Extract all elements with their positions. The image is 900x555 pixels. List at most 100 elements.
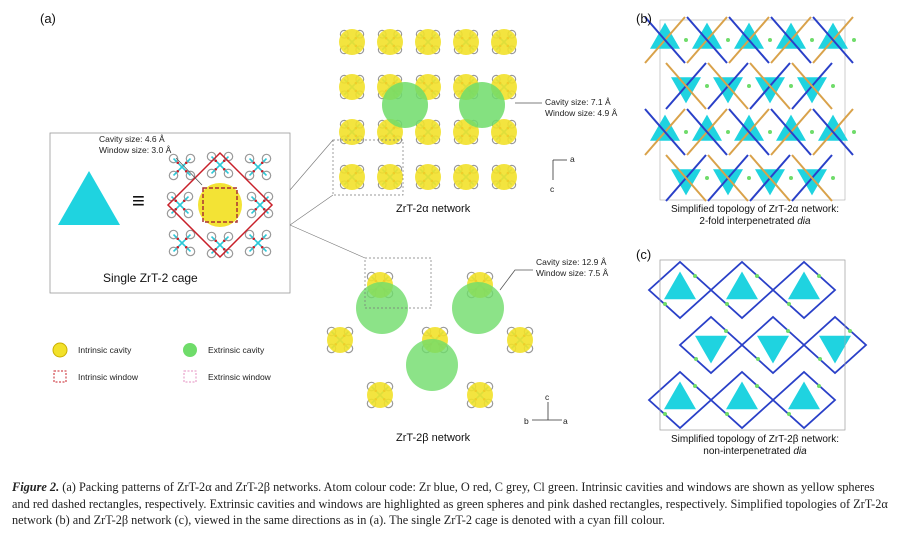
cage-node-oxygen-atom [182, 199, 186, 203]
cage-node-oxygen-atom [252, 169, 256, 173]
topology-c-cage-triangle [788, 381, 820, 410]
topology-b-link [728, 16, 770, 64]
topology-c-cage-triangle [726, 271, 758, 300]
topology-c-node [663, 412, 667, 416]
cage-node-oxygen-atom [176, 169, 180, 173]
cage-node-oxygen-atom [176, 237, 180, 241]
topology-c-node [787, 412, 791, 416]
topology-c-cage-triangle [695, 335, 727, 364]
topology-b-cage-triangle [650, 22, 680, 49]
cage-node-oxygen-atom [260, 245, 264, 249]
cage-node-oxygen-atom [252, 237, 256, 241]
cage-node-carbon-ring [206, 231, 217, 242]
beta-window-size: Window size: 7.5 Å [536, 268, 609, 278]
cage-node-carbon-ring [185, 229, 196, 240]
topology-b-node [789, 84, 793, 88]
cage-node-carbon-ring [246, 208, 257, 219]
alpha-intrinsic-cavity [415, 29, 441, 55]
cage-node-oxygen-atom [222, 167, 226, 171]
cage-node-oxygen-atom [184, 161, 188, 165]
cage-node-oxygen-atom [252, 245, 256, 249]
topology-c-node [818, 357, 822, 361]
alpha-intrinsic-cavity [339, 164, 365, 190]
topology-b-link [728, 108, 770, 156]
cage-node-oxygen-atom [214, 247, 218, 251]
cage-node-oxygen-atom [184, 169, 188, 173]
alpha-axis-c: c [550, 184, 555, 194]
beta-intrinsic-cavity [327, 327, 353, 353]
beta-cavity-size: Cavity size: 12.9 Å [536, 257, 607, 267]
cage-box [49, 132, 291, 294]
panel-c-label: (c) [636, 247, 652, 262]
topology-b-node [831, 84, 835, 88]
cage-node-carbon-ring [168, 153, 179, 164]
cage-node-oxygen-atom [176, 245, 180, 249]
legend-pink-dashed-icon [183, 370, 197, 383]
beta-pointer-arrow [499, 269, 533, 291]
legend-intrinsic-window: Intrinsic window [78, 372, 138, 382]
topology-c-node [755, 274, 759, 278]
beta-axis-c: c [545, 392, 550, 402]
topology-b-node [747, 84, 751, 88]
cage-node-oxygen-atom [254, 199, 258, 203]
cage-node-carbon-ring [185, 153, 196, 164]
legend-yellow-sphere-icon [52, 342, 68, 358]
topology-b-cage-triangle [797, 169, 827, 196]
topology-c-cage-triangle [757, 335, 789, 364]
topology-b-node [852, 130, 856, 134]
alpha-intrinsic-cavity [377, 29, 403, 55]
legend-extrinsic-window: Extrinsic window [208, 372, 271, 382]
cage-node-oxygen-atom [262, 207, 266, 211]
topology-c-node [848, 329, 852, 333]
topology-b-line2: 2-fold interpenetrated [699, 216, 798, 227]
cage-node-carbon-ring [168, 170, 179, 181]
cage-node-oxygen-atom [262, 199, 266, 203]
cage-cavity-size: Cavity size: 4.6 Å [99, 134, 165, 144]
topology-c-node [817, 384, 821, 388]
cage-node-oxygen-atom [260, 169, 264, 173]
alpha-intrinsic-cavity [339, 29, 365, 55]
cage-node-carbon-ring [244, 170, 255, 181]
topology-b-node [684, 38, 688, 42]
alpha-intrinsic-cavity [453, 164, 479, 190]
topology-b-link [812, 16, 854, 64]
equivalent-symbol: ≡ [132, 188, 145, 213]
topology-b-cage-triangle [755, 77, 785, 104]
cyan-triangle-icon [58, 171, 120, 225]
topology-c-line1: Simplified topology of ZrT-2β network: [670, 434, 840, 445]
beta-network-label: ZrT-2β network [396, 432, 471, 444]
beta-cage-highlight-box [364, 257, 432, 309]
cage-node-carbon-ring [244, 153, 255, 164]
topology-c-cage-triangle [726, 381, 758, 410]
topology-c-node [817, 274, 821, 278]
topology-c-cage-triangle [664, 381, 696, 410]
cage-node-oxygen-atom [252, 161, 256, 165]
topology-b-node [726, 38, 730, 42]
beta-intrinsic-cavity [507, 327, 533, 353]
topology-c-dia: dia [793, 446, 807, 457]
connector-line [289, 224, 366, 259]
alpha-intrinsic-cavity [415, 164, 441, 190]
alpha-intrinsic-cavity [453, 29, 479, 55]
topology-b-node [789, 176, 793, 180]
topology-c-cage-triangle [788, 271, 820, 300]
alpha-cavity-size: Cavity size: 7.1 Å [545, 97, 611, 107]
topology-c-line2: non-interpenetrated [703, 446, 794, 457]
topology-c-node [756, 357, 760, 361]
cage-node-oxygen-atom [254, 207, 258, 211]
cage-node-oxygen-atom [222, 239, 226, 243]
alpha-intrinsic-cavity [377, 164, 403, 190]
topology-b-node [810, 38, 814, 42]
topology-b-cage-triangle [692, 22, 722, 49]
topology-c-node [663, 302, 667, 306]
topology-b-cage-triangle [734, 114, 764, 141]
topology-b-cage-triangle [776, 114, 806, 141]
beta-axis-a: a [563, 416, 568, 426]
topology-c-link [771, 370, 837, 430]
topology-b-node [705, 84, 709, 88]
cage-node-carbon-ring [244, 246, 255, 257]
cage-node-carbon-ring [261, 170, 272, 181]
topology-b-node [831, 176, 835, 180]
topology-b-caption: Simplified topology of ZrT-2α network: 2… [640, 204, 870, 228]
